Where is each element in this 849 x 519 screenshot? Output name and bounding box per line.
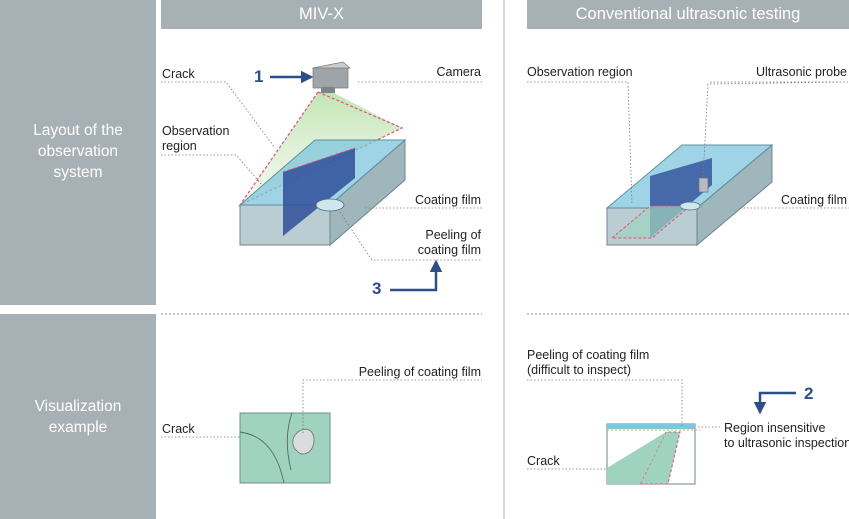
miv-x-setup-illustration [238, 61, 407, 247]
conv-label-coating-film: Coating film [781, 193, 847, 207]
row-vis-line2: example [48, 419, 108, 436]
conv-vis-coating-band [607, 424, 695, 429]
vis-miv-label-crack: Crack [162, 422, 195, 436]
crack-edge [282, 147, 356, 173]
marker-2-arrow [753, 391, 796, 415]
miv-vis-crack-line-1 [239, 431, 285, 484]
marker-3-arrow [390, 259, 443, 292]
camera-lens [321, 87, 335, 93]
row-header-layout-bg [0, 0, 156, 305]
row-header-visualization: Visualization example [0, 396, 156, 438]
miv-label-peeling: Peeling of coating film [418, 228, 481, 258]
miv-obs-line2: region [162, 139, 197, 153]
miv-peeling-line1: Peeling of [425, 228, 481, 242]
miv-vis-peeling-spot [292, 428, 315, 455]
coating-peeling [315, 198, 345, 212]
conventional-setup-illustration [605, 143, 774, 247]
row-layout-line2: observation [37, 143, 119, 160]
conv-label-observation-region: Observation region [527, 65, 633, 79]
conv-coating-peeling [679, 201, 701, 211]
conv-vis-peeling-leader [527, 379, 683, 426]
miv-label-camera: Camera [436, 65, 481, 79]
conventional-leader-lines [527, 81, 849, 209]
row-header-visualization-bg [0, 314, 156, 519]
vis-conv-peeling-line2: (difficult to inspect) [527, 363, 631, 377]
conv-vis-crack-fill [607, 432, 666, 484]
miv-obs-line1: Observation [162, 124, 230, 138]
miv-x-visualization [161, 379, 482, 484]
conv-vis-crack-region [639, 431, 681, 485]
camera-body [312, 67, 349, 89]
conv-label-ultrasonic-probe: Ultrasonic probe [755, 65, 847, 79]
miv-label-coating-film: Coating film [415, 193, 481, 207]
ultrasonic-probe [698, 177, 709, 193]
marker-3: 3 [372, 279, 382, 298]
conventional-visualization [527, 379, 720, 485]
miv-label-observation-region: Observation region [162, 124, 229, 154]
conv-observation-region [610, 205, 692, 239]
vis-conv-label-peeling: Peeling of coating film (difficult to in… [527, 348, 649, 378]
vis-miv-label-peeling: Peeling of coating film [358, 365, 481, 379]
miv-vis-image [239, 412, 331, 484]
column-header-miv-x: MIV-X [161, 0, 482, 29]
vis-conv-label-crack: Crack [527, 454, 560, 468]
marker-1: 1 [254, 67, 264, 86]
miv-x-leader-lines [161, 81, 482, 261]
vis-conv-insensitive-line1: Region insensitive [724, 421, 826, 435]
miv-vis-crack-line-2 [286, 412, 293, 471]
marker-2: 2 [804, 384, 814, 403]
row-header-layout: Layout of the observation system [0, 120, 156, 183]
crack-plane [283, 148, 355, 236]
miv-vis-peeling-leader [302, 379, 482, 433]
row-vis-line1: Visualization [34, 398, 122, 415]
row-layout-line1: Layout of the [33, 122, 123, 139]
row-layout-line3: system [53, 164, 103, 181]
miv-peeling-line2: coating film [417, 243, 481, 257]
vis-conv-label-insensitive: Region insensitive to ultrasonic inspect… [724, 421, 849, 451]
miv-label-crack: Crack [162, 67, 195, 81]
vis-conv-insensitive-line2: to ultrasonic inspection [724, 436, 849, 450]
column-header-conventional: Conventional ultrasonic testing [527, 0, 849, 29]
vis-conv-peeling-line1: Peeling of coating film [527, 348, 650, 362]
